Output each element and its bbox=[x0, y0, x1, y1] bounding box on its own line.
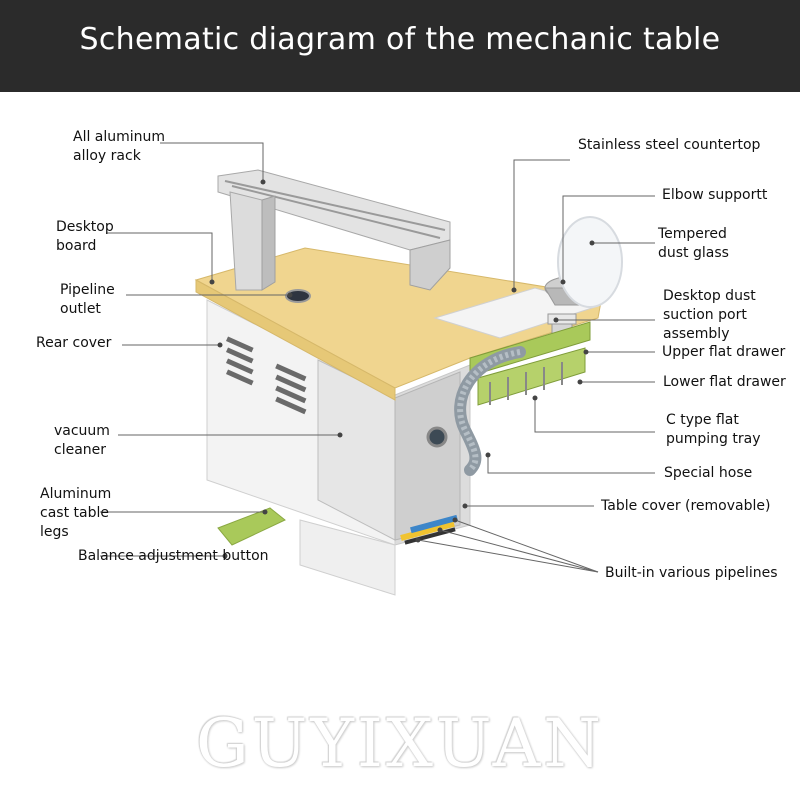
label-lower-drawer: Lower flat drawer bbox=[663, 374, 786, 390]
label-dust-glass: Tempered dust glass bbox=[658, 226, 729, 261]
label-desktop-board: Desktop board bbox=[56, 219, 114, 254]
label-suction-port: Desktop dust suction port assembly bbox=[663, 288, 756, 342]
watermark: GUYIXUAN bbox=[196, 705, 604, 782]
leader-pipelines-2 bbox=[439, 529, 599, 573]
leader-elbow-support bbox=[562, 195, 655, 282]
vacuum-cleaner-side bbox=[394, 371, 461, 541]
label-legs: Aluminum cast table legs bbox=[40, 486, 112, 540]
label-upper-drawer: Upper flat drawer bbox=[662, 344, 786, 360]
leader-special-hose bbox=[487, 455, 655, 474]
leader-pumping-tray bbox=[534, 398, 655, 433]
balance-pad bbox=[217, 507, 286, 546]
label-special-hose: Special hose bbox=[664, 465, 753, 481]
lower-flat-drawer bbox=[477, 347, 586, 406]
label-elbow-support: Elbow supportt bbox=[662, 187, 768, 203]
tempered-dust-glass bbox=[557, 216, 623, 308]
aluminum-rack bbox=[217, 169, 451, 291]
leader-desktop-board bbox=[106, 232, 213, 282]
label-vacuum-cleaner: vacuum cleaner bbox=[54, 423, 110, 458]
label-table-cover: Table cover (removable) bbox=[601, 498, 771, 514]
label-rack: All aluminum alloy rack bbox=[73, 129, 166, 164]
label-balance-button: Balance adjustment button bbox=[78, 548, 269, 564]
leader-rack bbox=[160, 142, 264, 182]
table-leg-front bbox=[299, 519, 396, 596]
vacuum-port bbox=[426, 426, 448, 448]
leader-pipelines-1 bbox=[454, 519, 599, 573]
pipeline-outlet-hole bbox=[285, 289, 311, 303]
title-bar: Schematic diagram of the mechanic table bbox=[0, 0, 800, 92]
label-pipeline-outlet: Pipeline outlet bbox=[60, 282, 115, 317]
label-pumping-tray: C type flat pumping tray bbox=[666, 412, 761, 447]
label-pipelines: Built-in various pipelines bbox=[605, 565, 778, 581]
diagram-title: Schematic diagram of the mechanic table bbox=[79, 22, 721, 57]
desktop-board-edge bbox=[195, 279, 396, 401]
label-rear-cover: Rear cover bbox=[36, 335, 112, 351]
leader-pipelines-3 bbox=[417, 539, 599, 573]
label-countertop: Stainless steel countertop bbox=[578, 137, 761, 153]
leader-countertop bbox=[513, 159, 570, 290]
pumping-tray-slots bbox=[489, 362, 563, 405]
vent-slots bbox=[225, 336, 307, 415]
